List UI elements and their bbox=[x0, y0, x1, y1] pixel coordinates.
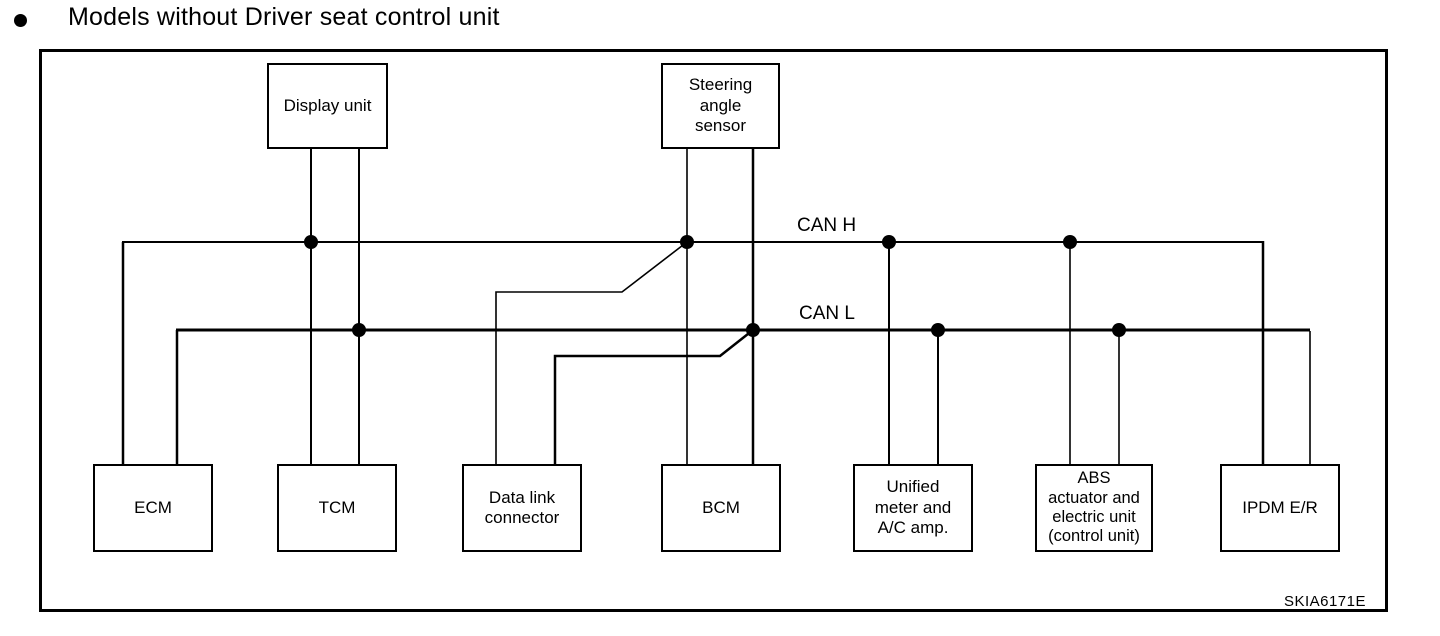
node-display-unit: Display unit bbox=[267, 63, 388, 149]
node-abs-actuator-electric-unit: ABS actuator and electric unit (control … bbox=[1035, 464, 1153, 552]
diagram-frame bbox=[39, 49, 1388, 612]
figure-code: SKIA6171E bbox=[1283, 593, 1366, 610]
junction-dot bbox=[352, 323, 366, 337]
bullet-icon bbox=[14, 14, 27, 27]
node-data-link-connector: Data link connector bbox=[462, 464, 582, 552]
junction-dot bbox=[931, 323, 945, 337]
junction-dot bbox=[304, 235, 318, 249]
junction-dot bbox=[882, 235, 896, 249]
node-steering-angle-sensor: Steering angle sensor bbox=[661, 63, 780, 149]
can-h-label: CAN H bbox=[797, 215, 857, 236]
wire-dlc-canl-branch bbox=[553, 329, 754, 466]
node-unified-meter-ac-amp: Unified meter and A/C amp. bbox=[853, 464, 973, 552]
wire-dlc-canh-branch bbox=[495, 241, 688, 466]
node-bcm: BCM bbox=[661, 464, 781, 552]
junction-dot bbox=[1112, 323, 1126, 337]
page-title: Models without Driver seat control unit bbox=[68, 3, 500, 31]
node-ipdm-er: IPDM E/R bbox=[1220, 464, 1340, 552]
node-ecm: ECM bbox=[93, 464, 213, 552]
can-l-label: CAN L bbox=[799, 303, 855, 324]
junction-dot bbox=[746, 323, 760, 337]
junction-dot bbox=[680, 235, 694, 249]
junction-dot bbox=[1063, 235, 1077, 249]
node-tcm: TCM bbox=[277, 464, 397, 552]
